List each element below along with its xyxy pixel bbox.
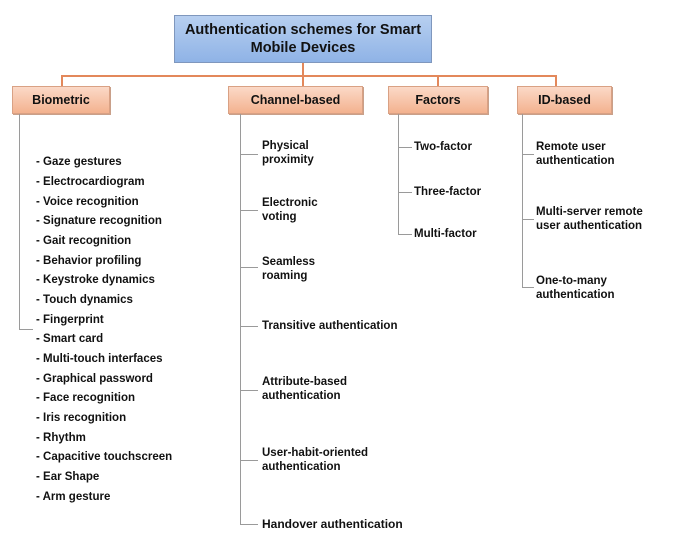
connector-id — [555, 75, 557, 86]
connector-factors — [437, 75, 439, 86]
root-stem-connector — [302, 63, 304, 75]
list-item: - Multi-touch interfaces — [36, 353, 163, 365]
item-line: Attribute-based — [262, 376, 347, 388]
list-item: - Rhythm — [36, 432, 86, 444]
list-item: - Voice recognition — [36, 196, 139, 208]
channel-item-user-habit-oriented: User-habit-oriented authentication — [262, 446, 368, 474]
id-branch-line — [522, 114, 523, 288]
root-title-text: Authentication schemes for Smart Mobile … — [184, 22, 422, 56]
item-line: user authentication — [536, 220, 643, 232]
category-biometric: Biometric — [12, 86, 110, 114]
factors-tick — [398, 234, 412, 235]
list-item: - Touch dynamics — [36, 294, 133, 306]
channel-item-seamless-roaming: Seamless roaming — [262, 255, 315, 283]
item-line: Multi-server remote — [536, 206, 643, 218]
factor-item-multi-factor: Multi-factor — [414, 228, 477, 240]
factors-branch-line — [398, 114, 399, 235]
item-line: Physical — [262, 140, 309, 152]
list-item: - Iris recognition — [36, 412, 127, 424]
id-tick — [522, 287, 534, 288]
item-line: Remote user — [536, 141, 606, 153]
id-tick — [522, 154, 534, 155]
connector-biometric — [61, 75, 63, 86]
item-line: voting — [262, 211, 297, 223]
category-label: ID-based — [538, 93, 591, 107]
item-line: authentication — [262, 390, 341, 402]
channel-item-transitive-authentication: Transitive authentication — [262, 319, 397, 333]
list-item: - Smart card — [36, 333, 104, 345]
channel-item-attribute-based: Attribute-based authentication — [262, 375, 347, 403]
item-line: authentication — [262, 461, 341, 473]
list-item: - Capacitive touchscreen — [36, 451, 173, 463]
factors-tick — [398, 147, 412, 148]
category-label: Factors — [415, 93, 461, 107]
item-line: Handover authentication — [262, 517, 403, 531]
list-item: - Face recognition — [36, 392, 136, 404]
list-item: - Behavior profiling — [36, 255, 142, 267]
factor-item-two-factor: Two-factor — [414, 141, 472, 153]
item-line: roaming — [262, 270, 308, 282]
list-item: - Graphical password — [36, 373, 153, 385]
category-label: Channel-based — [250, 93, 341, 107]
biometric-branch-tick — [19, 329, 33, 330]
diagram-root-title: Authentication schemes for Smart Mobile … — [174, 15, 432, 63]
list-item: - Arm gesture — [36, 491, 111, 503]
id-item-remote-user: Remote user authentication — [536, 140, 615, 168]
horizontal-connector — [61, 75, 556, 77]
item-line: Electronic — [262, 197, 318, 209]
channel-tick — [240, 210, 258, 211]
category-channel-based: Channel-based — [228, 86, 363, 114]
channel-tick — [240, 154, 258, 155]
item-line: One-to-many — [536, 275, 607, 287]
biometric-branch-line — [19, 114, 20, 330]
id-tick — [522, 219, 534, 220]
id-item-multi-server: Multi-server remote user authentication — [536, 205, 643, 233]
list-item: - Gait recognition — [36, 235, 132, 247]
channel-tick — [240, 267, 258, 268]
item-line: authentication — [536, 155, 615, 167]
category-factors: Factors — [388, 86, 488, 114]
item-line: User-habit-oriented — [262, 447, 369, 459]
item-line: authentication — [536, 289, 615, 301]
item-line: Seamless — [262, 256, 316, 268]
list-item: - Keystroke dynamics — [36, 274, 155, 286]
item-line: Transitive authentication — [262, 320, 398, 332]
factor-item-three-factor: Three-factor — [414, 186, 482, 198]
channel-item-handover-authentication: Handover authentication — [262, 517, 403, 531]
item-line: proximity — [262, 154, 314, 166]
list-item: - Electrocardiogram — [36, 176, 145, 188]
connector-channel — [302, 75, 304, 86]
channel-tick — [240, 460, 258, 461]
channel-branch-line — [240, 114, 241, 525]
channel-tick — [240, 326, 258, 327]
list-item: - Ear Shape — [36, 471, 100, 483]
channel-tick — [240, 524, 258, 525]
channel-tick — [240, 390, 258, 391]
list-item: - Signature recognition — [36, 215, 162, 227]
category-id-based: ID-based — [517, 86, 612, 114]
list-item: - Fingerprint — [36, 314, 104, 326]
id-item-one-to-many: One-to-many authentication — [536, 274, 615, 302]
channel-item-electronic-voting: Electronic voting — [262, 196, 318, 224]
category-label: Biometric — [32, 93, 90, 107]
list-item: - Gaze gestures — [36, 156, 122, 168]
factors-tick — [398, 192, 412, 193]
channel-item-physical-proximity: Physical proximity — [262, 139, 314, 167]
